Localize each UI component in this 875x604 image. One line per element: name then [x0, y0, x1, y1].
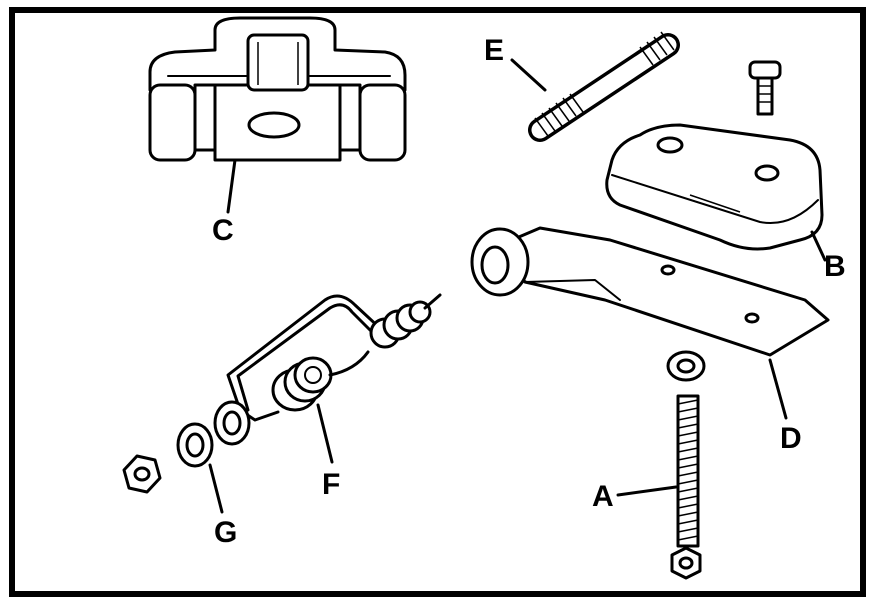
- label-g: G: [214, 516, 237, 549]
- part-d-hinge-plate: [470, 226, 830, 420]
- label-e: E: [484, 34, 504, 67]
- diagram-frame: [9, 7, 866, 597]
- part-f-spring: [226, 293, 442, 464]
- part-a-threaded-stud: [616, 394, 702, 580]
- washer-a-top: [666, 350, 706, 382]
- label-f: F: [322, 468, 340, 501]
- label-d: D: [780, 422, 802, 455]
- part-b-cover: [605, 123, 827, 262]
- label-a: A: [592, 480, 614, 513]
- part-g-washers: [122, 400, 251, 514]
- small-screw: [748, 60, 782, 116]
- part-c-bracket: [148, 16, 407, 214]
- part-e-stud: [510, 31, 680, 142]
- label-c: C: [212, 214, 234, 247]
- label-b: B: [824, 250, 846, 283]
